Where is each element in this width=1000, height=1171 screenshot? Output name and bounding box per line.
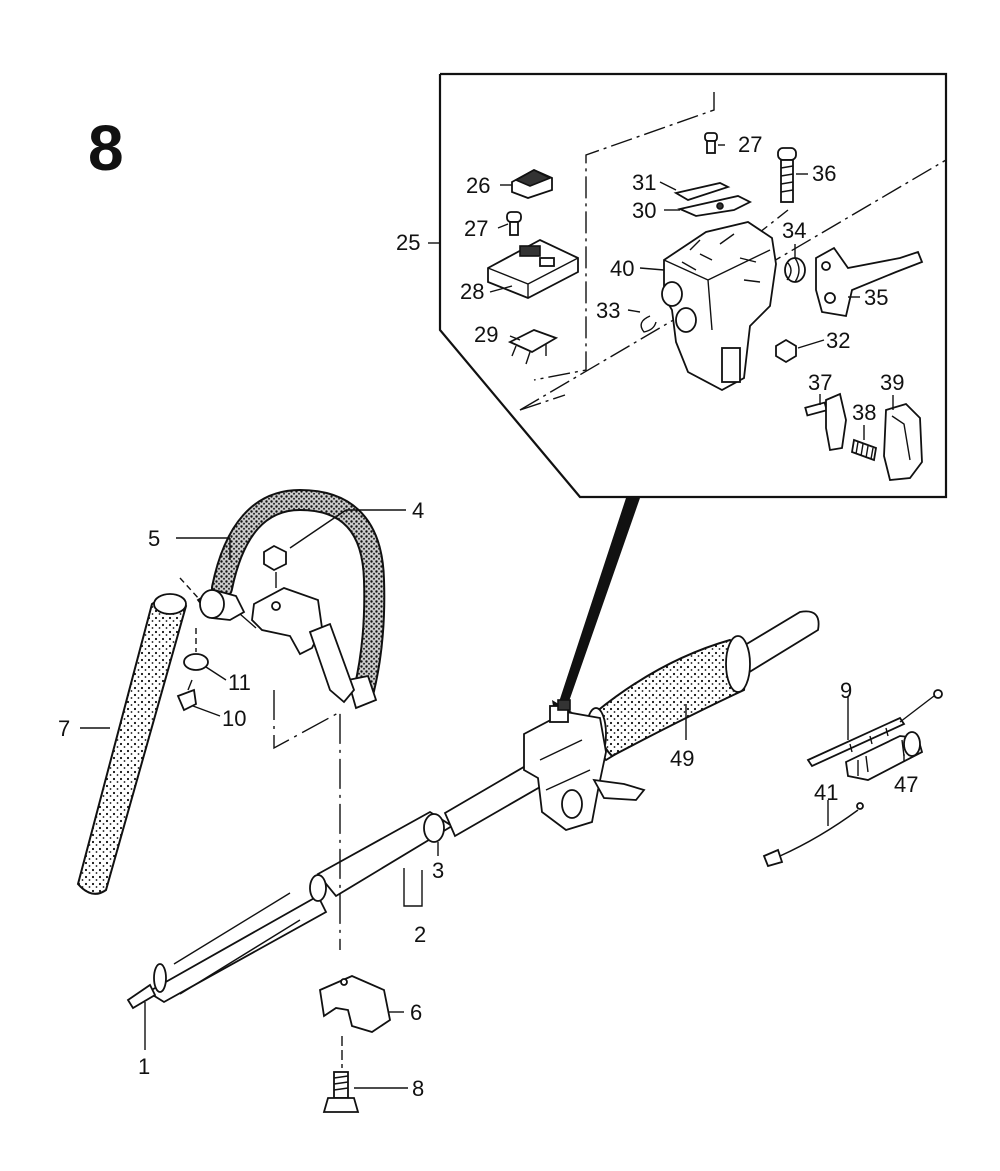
label-11: 11 — [228, 670, 251, 695]
lockout-39 — [883, 402, 923, 481]
throttle-handle-assembly — [523, 699, 646, 831]
label-7: 7 — [58, 716, 70, 741]
label-25: 25 — [396, 230, 420, 255]
label-39: 39 — [880, 370, 904, 395]
label-4: 4 — [412, 498, 424, 523]
spring-34 — [784, 257, 806, 283]
screw-27a — [704, 132, 718, 154]
label-10: 10 — [222, 706, 246, 731]
label-49: 49 — [670, 746, 694, 771]
label-34: 34 — [782, 218, 806, 243]
spring-plate-30 — [677, 195, 753, 217]
label-26: 26 — [466, 173, 490, 198]
screw-27b — [506, 211, 522, 236]
label-2: 2 — [414, 922, 426, 947]
label-1: 1 — [138, 1054, 150, 1079]
spring-plate-31 — [673, 182, 731, 201]
label-3: 3 — [432, 858, 444, 883]
label-41: 41 — [814, 780, 838, 805]
throttle-cable-9 — [806, 689, 943, 768]
washer-11 — [183, 653, 209, 671]
clamp-6 — [319, 975, 392, 1033]
switch-knob-26 — [511, 168, 553, 199]
label-47: 47 — [894, 772, 918, 797]
handle-bracket-upper — [251, 587, 356, 704]
nut-4 — [263, 544, 287, 588]
figure-number: 8 — [88, 112, 124, 184]
label-31: 31 — [632, 170, 656, 195]
pin-37 — [804, 392, 847, 452]
loop-handle-5 — [211, 488, 386, 710]
part-labels: 27 36 26 31 30 27 34 25 40 28 35 33 29 3… — [58, 132, 918, 1101]
nut-32 — [775, 338, 797, 364]
leader-lines — [80, 144, 905, 1089]
label-27b: 27 — [464, 216, 488, 241]
label-29: 29 — [474, 322, 498, 347]
clamp-3 — [403, 813, 445, 907]
label-36: 36 — [812, 161, 836, 186]
stop-wire-41 — [762, 802, 864, 868]
foam-grip-49 — [585, 635, 751, 761]
inset-frame — [438, 72, 948, 724]
label-35: 35 — [864, 285, 888, 310]
label-37: 37 — [808, 370, 832, 395]
label-6: 6 — [410, 1000, 422, 1025]
label-5: 5 — [148, 526, 160, 551]
screw-10 — [176, 679, 197, 712]
bolt-8 — [322, 1071, 360, 1113]
label-30: 30 — [632, 198, 656, 223]
rear-grip-7 — [76, 593, 188, 895]
label-32: 32 — [826, 328, 850, 353]
bolt-36 — [777, 147, 797, 203]
label-33: 33 — [596, 298, 620, 323]
spring-38 — [850, 438, 878, 462]
switch-base-28 — [487, 238, 579, 299]
handle-housing-40 — [661, 221, 777, 392]
label-27a: 27 — [738, 132, 762, 157]
contact-29 — [507, 329, 559, 365]
clip-33 — [640, 315, 657, 333]
spacer-bracket — [196, 589, 257, 629]
label-40: 40 — [610, 256, 634, 281]
boot-47 — [845, 731, 924, 781]
label-8: 8 — [412, 1076, 424, 1101]
label-38: 38 — [852, 400, 876, 425]
throttle-lever-35 — [815, 246, 924, 318]
label-28: 28 — [460, 279, 484, 304]
label-9: 9 — [840, 678, 852, 703]
drive-cable-1 — [126, 983, 157, 1050]
